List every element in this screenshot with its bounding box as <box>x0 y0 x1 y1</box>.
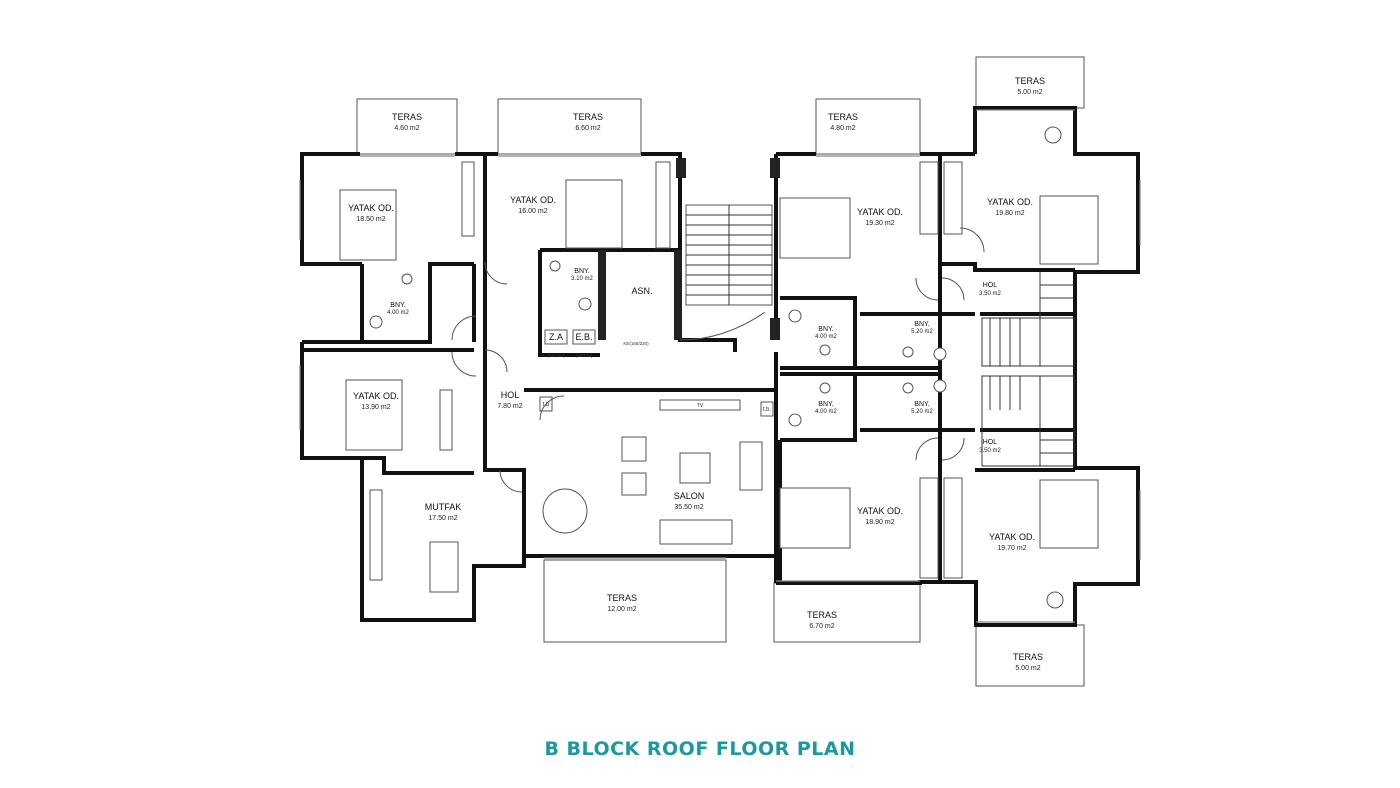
terrace-top-1 <box>356 98 458 155</box>
room-area: 19.80 m2 <box>995 210 1024 217</box>
room-name: MUTFAK <box>425 502 462 512</box>
room-name: BNY. <box>914 401 929 408</box>
doors <box>451 227 985 493</box>
bed-2 <box>565 179 623 249</box>
walls <box>300 106 1140 627</box>
room-area: 4.00 m2 <box>387 310 409 316</box>
room-name: BNY. <box>818 401 833 408</box>
room-name: TERAS <box>1013 652 1043 662</box>
room-labels: TERAS 4.60 m2 TERAS 6.60 m2 TERAS 4.80 m… <box>348 76 1045 672</box>
room-area: 19.30 m2 <box>865 220 894 227</box>
room-name: TERAS <box>607 593 637 603</box>
room-area: 12.00 m2 <box>607 606 636 613</box>
room-name: YATAK OD. <box>348 203 394 213</box>
room-area: 5.00 m2 <box>1017 89 1042 96</box>
room-area: 17.50 m2 <box>428 515 457 522</box>
tb-box-left <box>539 396 553 412</box>
terrace-bottom-2 <box>773 582 921 643</box>
room-area: 19.70 m2 <box>997 545 1026 552</box>
bed-7 <box>1039 479 1099 549</box>
room-name: YATAK OD. <box>353 391 399 401</box>
room-area: 5.00 m2 <box>1015 665 1040 672</box>
room-name: TERAS <box>828 112 858 122</box>
door-code: (60/210) <box>576 353 593 358</box>
room-name: E.B. <box>575 332 592 342</box>
staircase-center <box>679 204 773 341</box>
room-name: BNY. <box>574 268 589 275</box>
terrace-bottom-1 <box>543 559 727 643</box>
room-name: YATAK OD. <box>989 532 1035 542</box>
room-area: 5.20 m2 <box>911 409 933 415</box>
staircase-right <box>981 272 1075 467</box>
room-area: 6.70 m2 <box>809 623 834 630</box>
room-area: 3.10 m2 <box>571 276 593 282</box>
room-name: BNY. <box>390 302 405 309</box>
eb-box <box>572 329 596 345</box>
room-name: TERAS <box>392 112 422 122</box>
bed-4 <box>1039 195 1099 265</box>
plan-title: B BLOCK ROOF FLOOR PLAN <box>544 738 856 760</box>
windows <box>299 109 1141 623</box>
room-area: 3.50 m2 <box>979 448 1001 454</box>
room-name: BNY. <box>914 321 929 328</box>
room-area: 4.60 m2 <box>394 125 419 132</box>
room-name: Z.A <box>549 332 563 342</box>
room-area: 18.50 m2 <box>356 216 385 223</box>
tb-label: t.b. <box>763 407 772 413</box>
room-name: HOL <box>983 439 998 446</box>
beds <box>339 179 1099 549</box>
tb-box-right <box>760 401 774 417</box>
sanitary-fixtures <box>369 126 1064 609</box>
room-area: 4.00 m2 <box>815 409 837 415</box>
room-area: 5.20 m2 <box>911 329 933 335</box>
bed-3 <box>779 197 851 259</box>
room-name: HOL <box>983 282 998 289</box>
room-area: 16.00 m2 <box>518 208 547 215</box>
salon-furniture <box>369 399 763 593</box>
room-name: HOL <box>501 390 520 400</box>
bed-6 <box>779 487 851 549</box>
room-area: 4.00 m2 <box>815 334 837 340</box>
door-code: (60/210) <box>548 353 565 358</box>
room-name: YATAK OD. <box>857 207 903 217</box>
room-area: 35.50 m2 <box>674 504 703 511</box>
room-area: 3.50 m2 <box>979 291 1001 297</box>
columns <box>598 158 780 340</box>
room-name: TERAS <box>1015 76 1045 86</box>
room-name: ASN. <box>631 286 652 296</box>
wardrobes <box>439 161 963 579</box>
room-area: 7.80 m2 <box>497 403 522 410</box>
room-name: YATAK OD. <box>510 195 556 205</box>
bed-5 <box>345 379 403 451</box>
room-name: YATAK OD. <box>857 506 903 516</box>
room-name: SALON <box>674 491 705 501</box>
terrace-top-3 <box>815 98 921 155</box>
room-name: YATAK OD. <box>987 197 1033 207</box>
room-area: 4.80 m2 <box>830 125 855 132</box>
door-code: KE(165/220) <box>623 341 649 346</box>
tv-unit <box>659 399 741 411</box>
room-area: 18.90 m2 <box>865 519 894 526</box>
tv-label: TV <box>697 403 704 409</box>
tb-label: t.b <box>543 402 550 408</box>
za-box <box>544 329 568 345</box>
room-name: TERAS <box>807 610 837 620</box>
room-name: BNY. <box>818 326 833 333</box>
room-name: TERAS <box>573 112 603 122</box>
terrace-top-2 <box>497 98 642 155</box>
bed-1 <box>339 189 397 261</box>
room-area: 13.90 m2 <box>361 404 390 411</box>
room-area: 6.60 m2 <box>575 125 600 132</box>
